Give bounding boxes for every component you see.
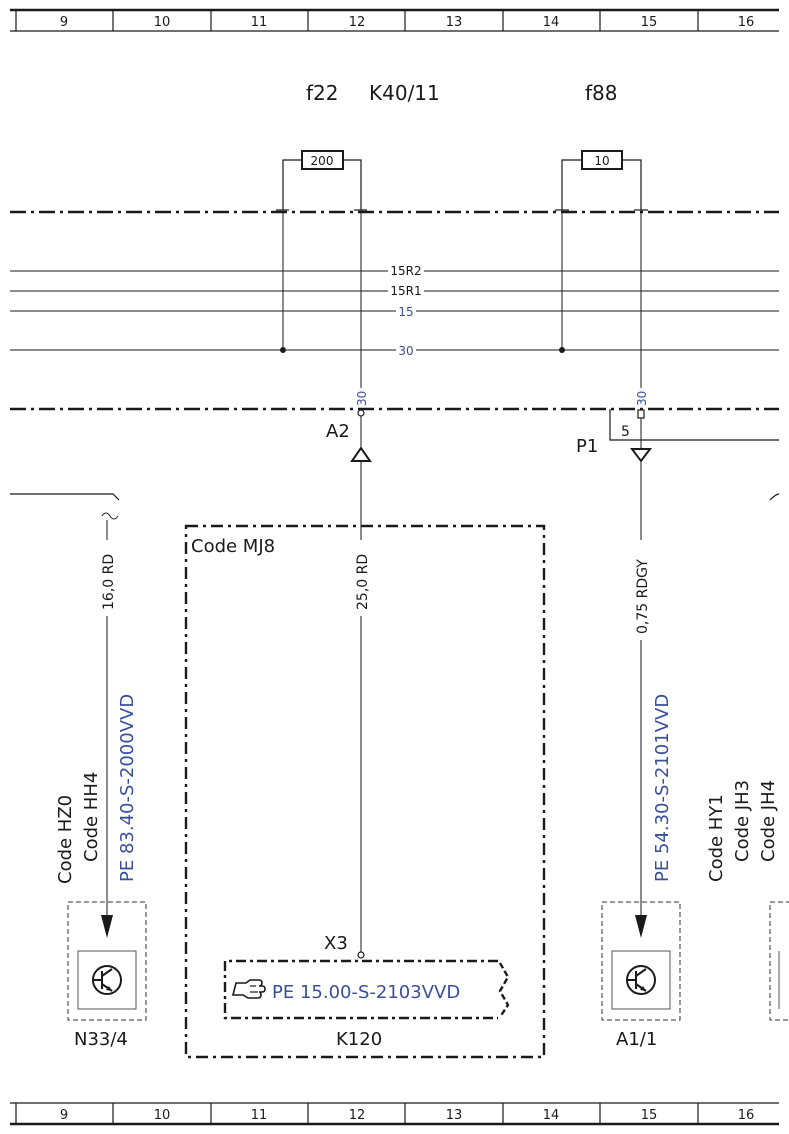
grid-col-10: 10	[154, 15, 171, 30]
bus-label-15r2: 15R2	[390, 264, 421, 278]
pe-54-30-link[interactable]: PE 54.30-S-2101VVD	[652, 694, 673, 882]
fuse-f88-value: 10	[594, 154, 609, 168]
component-k120-label: K120	[336, 1029, 382, 1050]
component-a1-1	[601, 901, 681, 1021]
grid-col-10-bottom: 10	[154, 1108, 171, 1123]
bus-label-30: 30	[398, 344, 413, 358]
grid-col-16: 16	[738, 15, 755, 30]
bus-label-15r1: 15R1	[390, 284, 421, 298]
component-n33-4	[67, 901, 147, 1021]
fuse-f22-label: f22	[306, 81, 339, 105]
code-jh4-label: Code JH4	[758, 780, 779, 862]
grid-col-15-bottom: 15	[641, 1108, 658, 1123]
grid-col-15: 15	[641, 15, 658, 30]
wire-16-rd-label: 16,0 RD	[101, 554, 117, 610]
grid-col-12-bottom: 12	[349, 1108, 366, 1123]
bus-label-15: 15	[398, 305, 413, 319]
code-hy1-label: Code HY1	[706, 794, 727, 882]
grid-col-11-bottom: 11	[251, 1108, 268, 1123]
code-hz0-label: Code HZ0	[55, 795, 76, 884]
fuse-f88: 10	[555, 150, 648, 211]
fuse-f22: 200	[276, 150, 367, 211]
fuse-f22-value: 200	[311, 154, 334, 168]
code-jh3-label: Code JH3	[732, 780, 753, 862]
connector-x3-label: X3	[324, 933, 348, 954]
grid-col-11: 11	[251, 15, 268, 30]
grid-col-14: 14	[543, 15, 560, 30]
component-partial-right	[769, 901, 789, 1021]
pe-15-00-link[interactable]: PE 15.00-S-2103VVD	[272, 982, 460, 1003]
transistor-icon	[626, 965, 656, 995]
connector-p1-label: P1	[576, 436, 598, 457]
fuse-box-k40-label: K40/11	[369, 81, 440, 105]
grid-col-12: 12	[349, 15, 366, 30]
pe-83-40-link[interactable]: PE 83.40-S-2000VVD	[117, 694, 138, 882]
bus-lines: 15R2 15R1 15 30	[10, 264, 779, 358]
a2-pin-30: 30	[355, 391, 369, 406]
code-hh4-label: Code HH4	[81, 772, 102, 862]
grid-col-13-bottom: 13	[446, 1108, 463, 1123]
bottom-grid-bar: 9 10 11 12 13 14 15 16	[10, 1102, 779, 1126]
wire-075-rdgy-label: 0,75 RDGY	[635, 559, 651, 634]
p1-pin-30: 30	[635, 391, 649, 406]
fuse-f88-label: f88	[585, 81, 618, 105]
code-mj8-region	[184, 524, 546, 1059]
wire-25-rd-label: 25,0 RD	[355, 554, 371, 610]
component-a1-1-label: A1/1	[616, 1029, 657, 1050]
connector-a2-label: A2	[326, 421, 350, 442]
grid-col-16-bottom: 16	[738, 1108, 755, 1123]
transistor-icon	[92, 965, 122, 995]
hand-pointer-icon	[231, 979, 266, 999]
grid-col-9-bottom: 9	[60, 1108, 68, 1123]
connector-p1-number: 5	[621, 424, 630, 440]
code-mj8-label: Code MJ8	[191, 536, 275, 557]
top-grid-bar: 9 10 11 12 13 14 15 16	[10, 8, 779, 32]
component-n33-4-label: N33/4	[74, 1029, 128, 1050]
grid-col-13: 13	[446, 15, 463, 30]
grid-col-14-bottom: 14	[543, 1108, 560, 1123]
grid-col-9: 9	[60, 15, 68, 30]
component-k120: PE 15.00-S-2103VVD	[223, 959, 510, 1020]
